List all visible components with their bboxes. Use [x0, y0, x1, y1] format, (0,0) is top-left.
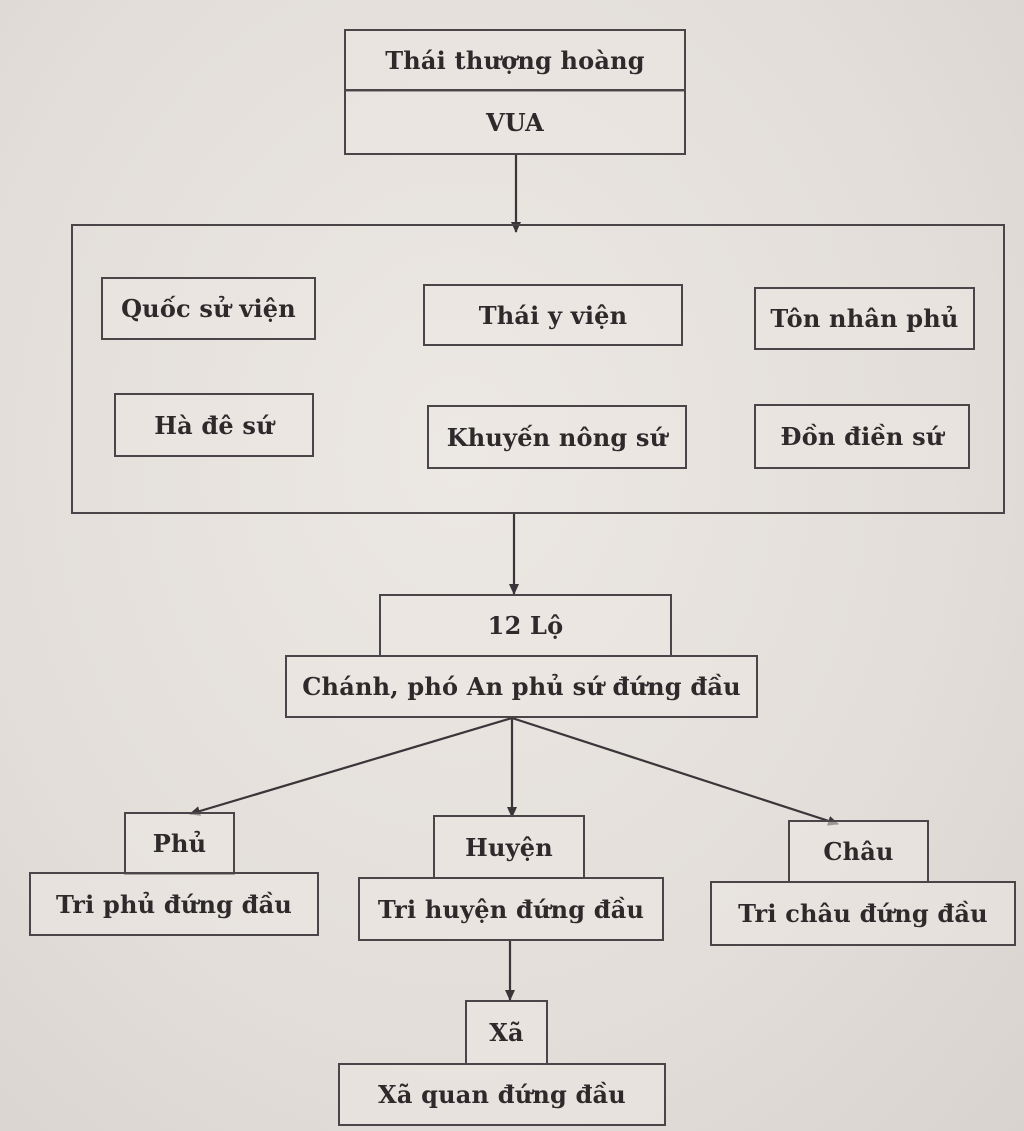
king-label: VUA [485, 107, 545, 137]
office-ton-nhan-phu: Tôn nhân phủ [754, 287, 975, 350]
huyen-head: Tri huyện đứng đầu [377, 894, 645, 924]
chau-title-box: Châu [788, 820, 929, 883]
office-quoc-su-vien: Quốc sử viện [101, 277, 316, 340]
lo-head: Chánh, phó An phủ sứ đứng đầu [302, 672, 741, 701]
xa-head: Xã quan đứng đầu [378, 1080, 626, 1109]
office-don-dien-su: Đồn điền sứ [754, 404, 970, 469]
lo-head-box: Chánh, phó An phủ sứ đứng đầu [285, 655, 758, 718]
office-ha-de-su: Hà đê sứ [114, 393, 314, 457]
chau-head-box: Tri châu đứng đầu [710, 881, 1016, 946]
phu-head-box: Tri phủ đứng đầu [29, 872, 319, 936]
arrow-lo-to-chau [511, 716, 839, 826]
king-box: VUA [344, 89, 686, 155]
phu-title: Phủ [152, 829, 207, 858]
huyen-title: Huyện [465, 832, 553, 862]
chau-title: Châu [823, 837, 894, 866]
top-title-box: Thái thượng hoàng [344, 29, 686, 92]
lo-title: 12 Lộ [487, 611, 564, 640]
central-offices-container [71, 224, 1005, 514]
phu-head: Tri phủ đứng đầu [55, 889, 293, 919]
lo-title-box: 12 Lộ [379, 594, 672, 657]
xa-title-box: Xã [465, 1000, 548, 1065]
top-title: Thái thượng hoàng [385, 46, 645, 75]
office-thai-y-vien: Thái y viện [423, 284, 683, 346]
huyen-title-box: Huyện [433, 815, 585, 879]
arrow-lo-to-phu [189, 716, 513, 816]
phu-title-box: Phủ [124, 812, 235, 875]
xa-title: Xã [489, 1018, 524, 1047]
huyen-head-box: Tri huyện đứng đầu [358, 877, 664, 941]
xa-head-box: Xã quan đứng đầu [338, 1063, 666, 1126]
chau-head: Tri châu đứng đầu [738, 899, 988, 928]
office-khuyen-nong-su: Khuyến nông sứ [427, 405, 687, 469]
